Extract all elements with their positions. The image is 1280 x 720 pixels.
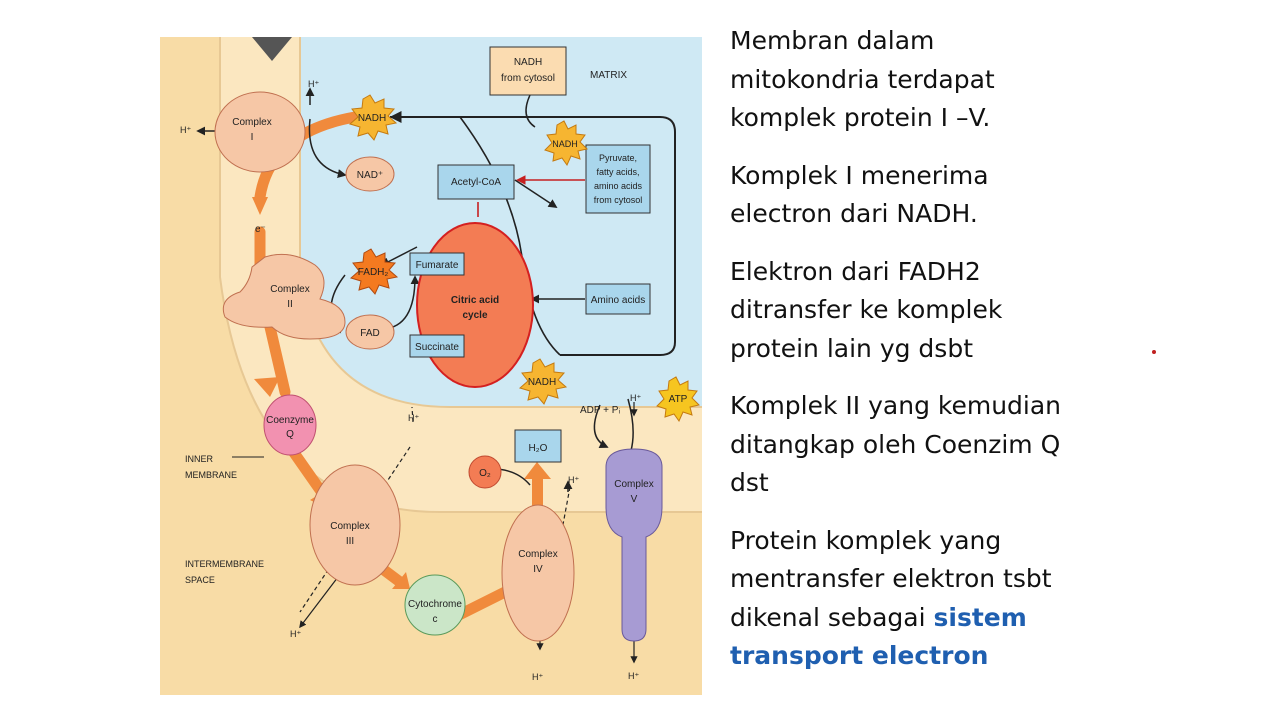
complex-i	[214, 91, 306, 173]
svg-text:H⁺ H⁺ H⁺ H⁺ H⁺: H⁺ H⁺ H⁺ H⁺ H⁺ H⁺ H⁺ H⁺	[180, 79, 644, 682]
paragraph-2: Komplek I menerima electron dari NADH.	[730, 160, 989, 229]
h2o-box	[514, 429, 562, 463]
inner-membrane-band	[220, 37, 702, 512]
nadh-label-3: NADH	[528, 377, 556, 388]
complex-i-label: Complex	[232, 117, 271, 128]
succinate-box	[409, 334, 465, 358]
fad-label: FAD	[360, 328, 379, 339]
citric-acid-cycle-label-2: cycle	[462, 310, 487, 321]
nadh-starburst	[348, 94, 398, 141]
complex-iii-label-2: III	[346, 536, 354, 547]
h-plus-label: H⁺	[308, 79, 319, 89]
intermembrane-space-label: INTERMEMBRANE	[185, 559, 264, 569]
h-plus-label-7: H⁺	[630, 393, 641, 403]
h2o-label: H₂O	[529, 443, 548, 454]
nadh-starburst-2	[544, 120, 588, 167]
h-plus-label-6: H⁺	[532, 672, 543, 682]
complex-ii-label: Complex	[270, 284, 309, 295]
h-plus-label-4: H⁺	[290, 629, 301, 639]
matrix-label: MATRIX	[590, 70, 627, 81]
adp-pi-label: ADP + Pᵢ	[580, 405, 620, 416]
pyruvate-label: Pyruvate,	[599, 153, 637, 163]
paragraph-3: Elektron dari FADH2 ditransfer ke komple…	[730, 256, 1003, 363]
h2o-flow-arrow	[532, 477, 543, 532]
laser-pointer-dot	[1152, 350, 1156, 354]
complex-i-label-2: I	[251, 132, 254, 143]
coenzyme-q-label-2: Q	[286, 429, 294, 440]
complex-ii	[222, 253, 346, 340]
complex-ii-label-2: II	[287, 299, 293, 310]
h-plus-label-3: H⁺	[408, 413, 419, 423]
complex-iv-label-2: IV	[533, 564, 543, 575]
citric-acid-cycle-label: Citric acid	[451, 295, 499, 306]
coenzyme-q-label: Coenzyme	[266, 415, 314, 426]
fumarate-label: Fumarate	[416, 260, 459, 271]
complex-iii	[309, 464, 401, 586]
svg-text:Pyruvate,fatty acids,amino aci: Pyruvate, fatty acids, amino acids from cyt…	[594, 153, 643, 205]
h-plus-label-2: H⁺	[180, 125, 191, 135]
atp-starburst	[656, 376, 700, 423]
succinate-label: Succinate	[415, 342, 459, 353]
o2-circle	[468, 455, 502, 489]
pyruvate-label-3: amino acids	[594, 181, 643, 191]
slide-text: Membran dalam mitokondria terdapat kompl…	[730, 22, 1090, 695]
electron-label: e⁻	[255, 224, 266, 235]
pointer-triangle	[252, 37, 292, 61]
atp-label: ATP	[669, 394, 688, 405]
nad-plus-label: NAD⁺	[357, 170, 383, 181]
nad-plus-oval	[345, 156, 395, 192]
electron-transport-chain-diagram: Citric acid cycle NADH from cytosol MATRIX…	[160, 37, 702, 695]
complex-v-label-2: V	[631, 494, 638, 505]
highlight-term: sistem transport electron	[730, 602, 1027, 671]
amino-acids-label: Amino acids	[591, 295, 645, 306]
nadh-label: NADH	[358, 113, 386, 124]
acetyl-coa-label: Acetyl-CoA	[451, 177, 501, 188]
nadh-label-2: NADH	[552, 139, 578, 149]
nadh-from-cytosol-label-2: from cytosol	[501, 73, 555, 84]
paragraph-5: Protein komplek yang mentransfer elektro…	[730, 522, 1090, 676]
h-plus-label-8: H⁺	[628, 671, 639, 681]
fadh2-starburst	[349, 248, 399, 295]
nadh-from-cytosol-label: NADH	[514, 57, 542, 68]
amino-acids-box	[585, 283, 651, 315]
complex-v	[605, 448, 663, 642]
inner-membrane-label-2: MEMBRANE	[185, 470, 237, 480]
fadh2-label: FADH₂	[358, 267, 389, 278]
pyruvate-box	[585, 144, 651, 214]
h-plus-label-5: H⁺	[568, 475, 579, 485]
cytochrome-c-label-2: c	[433, 614, 438, 625]
complex-iv-label: Complex	[518, 549, 557, 560]
cytochrome-c	[404, 574, 466, 636]
nadh-starburst-3	[518, 358, 568, 405]
fumarate-box	[409, 252, 465, 276]
cytochrome-c-label: Cytochrome	[408, 599, 462, 610]
fad-oval	[345, 314, 395, 350]
inner-membrane-label: INNER	[185, 454, 214, 464]
paragraph-1: Membran dalam mitokondria terdapat kompl…	[730, 26, 995, 132]
nadh-from-cytosol-box	[489, 46, 567, 96]
complex-v-label: Complex	[614, 479, 653, 490]
paragraph-4: Komplek II yang kemudian ditangkap oleh …	[730, 391, 1062, 497]
complex-iv	[501, 504, 575, 642]
pyruvate-label-2: fatty acids,	[596, 167, 639, 177]
coenzyme-q	[263, 394, 317, 456]
acetyl-coa-box	[437, 164, 515, 200]
o2-label: O₂	[479, 468, 491, 479]
paragraph-5-text: Protein komplek yang mentransfer elektro…	[730, 525, 1052, 632]
pyruvate-label-4: from cytosol	[594, 195, 643, 205]
intermembrane-space-label-2: SPACE	[185, 575, 215, 585]
complex-iii-label: Complex	[330, 521, 369, 532]
